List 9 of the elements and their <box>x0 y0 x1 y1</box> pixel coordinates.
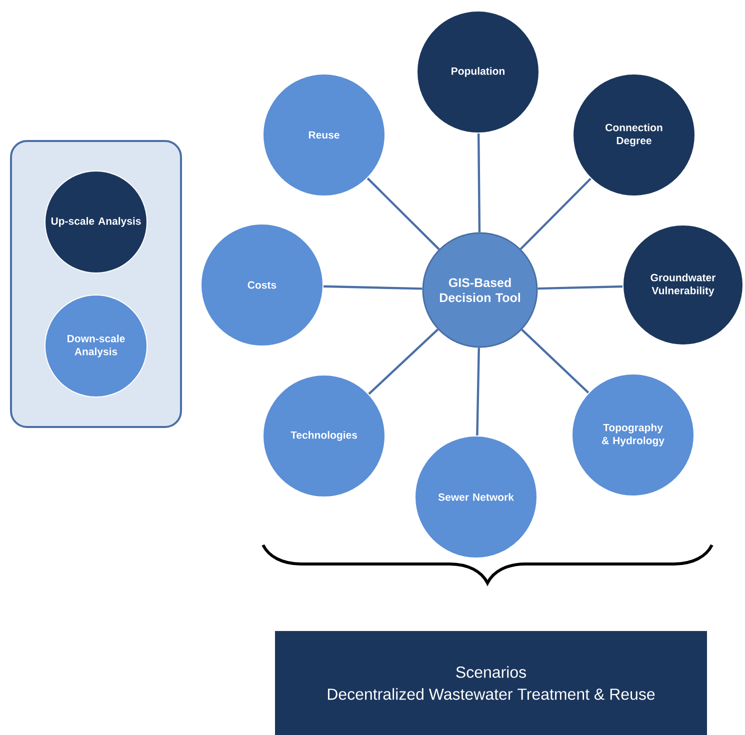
connector-line <box>323 285 422 290</box>
connector-line <box>368 328 439 395</box>
connector-line <box>477 133 481 232</box>
connector-line <box>520 178 592 250</box>
scenario-banner: Scenarios Decentralized Wastewater Treatment & Reuse <box>275 630 707 735</box>
connector-line <box>521 328 590 394</box>
connector-line <box>538 285 623 290</box>
connector-line <box>476 348 480 436</box>
connector-line <box>366 178 440 250</box>
